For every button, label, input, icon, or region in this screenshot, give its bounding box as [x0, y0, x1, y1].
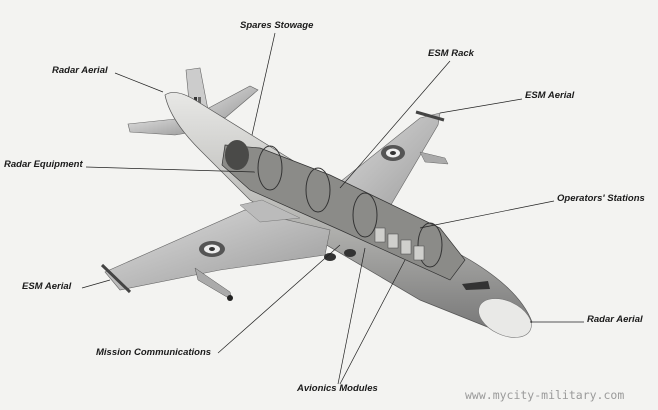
label-avionics-modules: Avionics Modules [297, 383, 378, 394]
label-radar-equipment: Radar Equipment [4, 159, 83, 170]
left-wing-pod [194, 267, 233, 301]
cockpit-windows [462, 281, 490, 290]
label-esm-aerial-right: ESM Aerial [525, 90, 575, 101]
label-operators-stations: Operators' Stations [557, 193, 645, 204]
left-wingtip-esm-aerial [100, 263, 132, 294]
label-radar-aerial-tail: Radar Aerial [52, 65, 108, 76]
leader-lines [81, 32, 584, 385]
label-esm-aerial-left: ESM Aerial [22, 281, 72, 292]
label-spares-stowage: Spares Stowage [240, 20, 314, 31]
right-wingtip-esm-aerial [415, 110, 445, 122]
label-esm-rack: ESM Rack [428, 48, 474, 59]
label-mission-communications: Mission Communications [96, 347, 212, 358]
right-wing-pod [419, 151, 449, 165]
left-wing-root [239, 199, 301, 223]
label-radar-aerial-nose: Radar Aerial [587, 314, 643, 325]
watermark: www.mycity-military.com [465, 388, 625, 402]
radar-equipment-dish [225, 140, 249, 170]
radome [478, 298, 532, 338]
